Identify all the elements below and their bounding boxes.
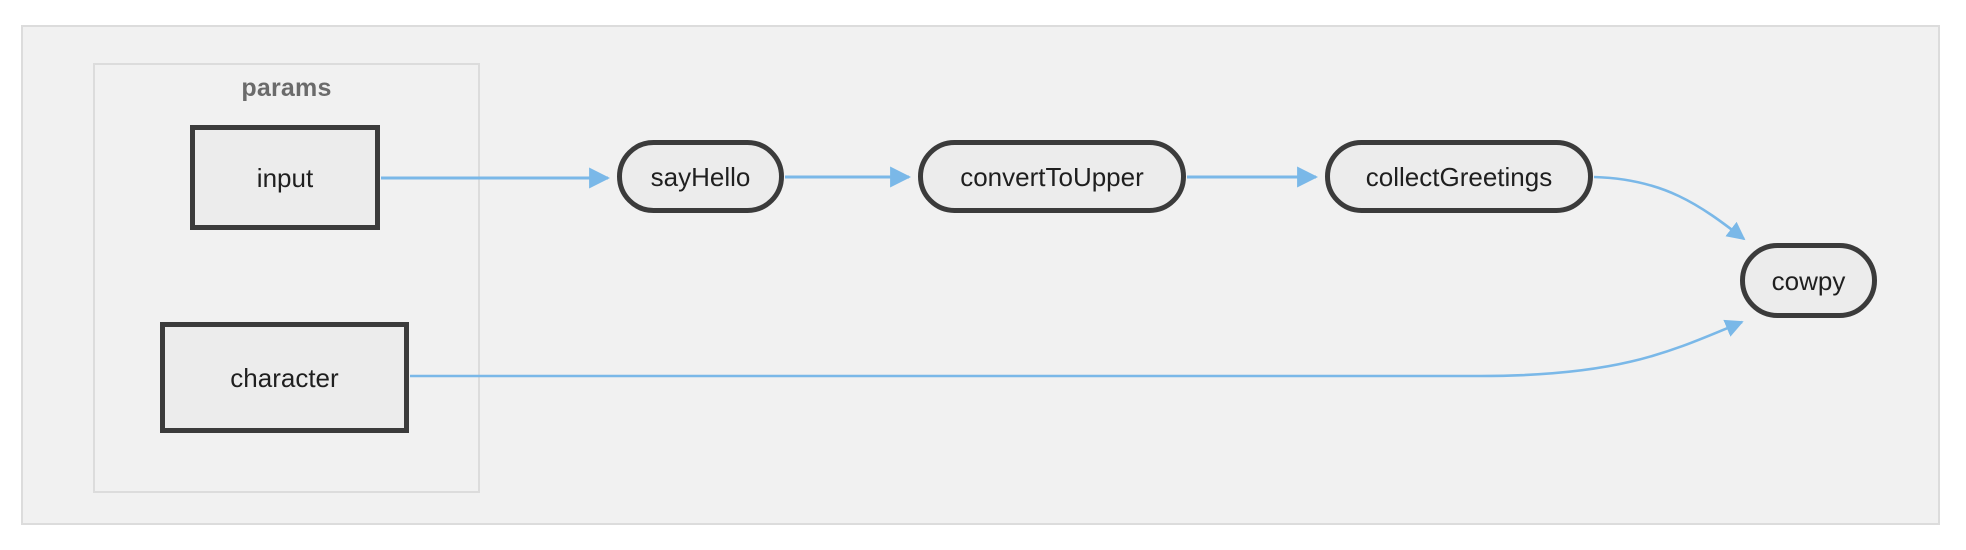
node-input-label: input — [256, 162, 314, 193]
node-sayhello[interactable]: sayHello — [617, 140, 784, 213]
node-sayhello-label: sayHello — [650, 161, 751, 192]
node-collectgreetings[interactable]: collectGreetings — [1325, 140, 1593, 213]
node-converttoupper[interactable]: convertToUpper — [918, 140, 1186, 213]
node-collectgreetings-label: collectGreetings — [1365, 161, 1553, 192]
node-character-label: character — [230, 362, 339, 393]
node-cowpy[interactable]: cowpy — [1740, 243, 1877, 318]
node-converttoupper-label: convertToUpper — [960, 161, 1144, 192]
subgraph-params-label: params — [241, 74, 332, 102]
node-character[interactable]: character — [160, 322, 409, 433]
node-cowpy-label: cowpy — [1771, 265, 1846, 296]
node-input[interactable]: input — [190, 125, 380, 230]
